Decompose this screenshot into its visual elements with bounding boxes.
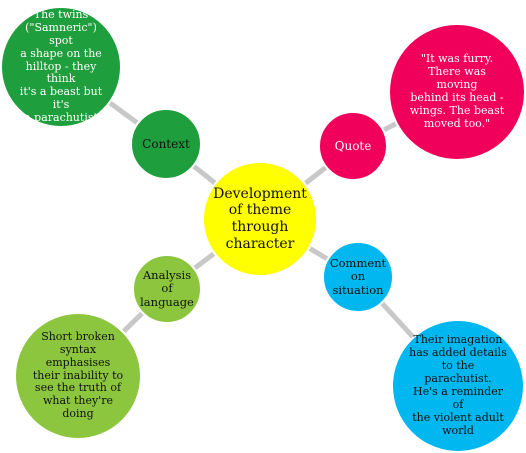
- context-detail-bubble: The twins ("Samneric") spot a shape on t…: [0, 6, 122, 128]
- context-label: Context: [142, 136, 190, 151]
- analysis-detail-text: Short broken syntax emphasises their ina…: [32, 329, 124, 421]
- quote-label: Quote: [334, 138, 372, 153]
- context-bubble: Context: [130, 108, 202, 180]
- analysis-bubble: Analysis of language: [132, 254, 202, 324]
- quote-detail-text: "It was furry. There was moving behind i…: [409, 52, 505, 130]
- quote-bubble: Quote: [318, 111, 388, 181]
- analysis-detail-bubble: Short broken syntax emphasises their ina…: [14, 312, 142, 440]
- comment-detail-bubble: Their imagation has added details to the…: [391, 319, 525, 453]
- context-detail-text: The twins ("Samneric") spot a shape on t…: [19, 7, 103, 125]
- comment-detail-text: Their imagation has added details to the…: [409, 333, 507, 437]
- quote-detail-bubble: "It was furry. There was moving behind i…: [388, 23, 526, 161]
- comment-bubble: Comment on situation: [322, 241, 394, 313]
- central-theme-text: Development of theme through character: [213, 185, 307, 252]
- analysis-label: Analysis of language: [140, 267, 194, 309]
- comment-label: Comment on situation: [329, 255, 387, 297]
- central-theme-bubble: Development of theme through character: [202, 161, 318, 277]
